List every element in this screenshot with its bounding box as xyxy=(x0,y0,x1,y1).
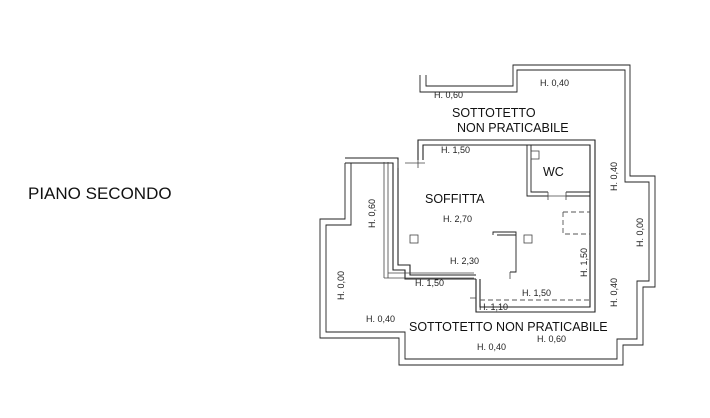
height-corridor: H. 1,50 xyxy=(441,145,470,155)
height-inner-vert: H. 1,50 xyxy=(579,248,589,277)
height-step-low: H. 1,10 xyxy=(479,302,508,312)
dashed-lines xyxy=(480,211,590,301)
height-bottom-center: H. 0,40 xyxy=(477,342,506,352)
height-center-right: H. 1,50 xyxy=(522,288,551,298)
height-right-vert-1: H. 0,40 xyxy=(609,162,619,191)
height-left-vert-1: H. 0,60 xyxy=(367,199,377,228)
height-step: H. 2,30 xyxy=(450,256,479,266)
room-sottotetto-bottom: SOTTOTETTO NON PRATICABILE xyxy=(409,320,608,334)
room-soffitta: SOFFITTA xyxy=(425,192,485,206)
height-right-vert-2: H. 0,00 xyxy=(635,218,645,247)
room-wc: WC xyxy=(543,165,564,179)
height-left-vert-2: H. 0,00 xyxy=(336,271,346,300)
height-left-low: H. 1,50 xyxy=(415,278,444,288)
height-right-vert-3: H. 0,40 xyxy=(609,278,619,307)
room-sottotetto-top-line1: SOTTOTETTO xyxy=(452,106,536,120)
outer-walls xyxy=(319,64,656,366)
height-bottom-right: H. 0,60 xyxy=(537,334,566,344)
height-bottom-left: H. 0,40 xyxy=(366,314,395,324)
floor-title: PIANO SECONDO xyxy=(28,184,172,203)
room-sottotetto-top-line2: NON PRATICABILE xyxy=(457,121,569,135)
height-soffitta: H. 2,70 xyxy=(443,214,472,224)
height-top-right: H. 0,40 xyxy=(540,78,569,88)
height-top-left: H. 0,60 xyxy=(434,90,463,100)
inner-walls xyxy=(383,139,596,313)
